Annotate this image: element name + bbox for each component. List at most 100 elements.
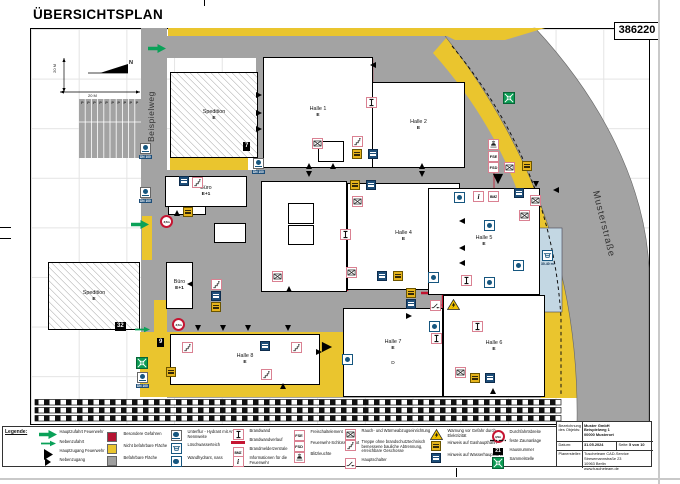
building-label: Halle 1 xyxy=(309,106,327,113)
date-label: Datum: xyxy=(558,442,572,447)
legend-item-label: Blitzleuchte xyxy=(310,451,332,456)
building-storey-label: E xyxy=(391,346,395,351)
legend-item-label: Nebenzufahrt xyxy=(59,439,85,444)
brandwand-symbol xyxy=(366,97,377,108)
fse-symbol: FSE xyxy=(488,151,499,162)
side-access-arrow xyxy=(553,187,559,193)
rwa-symbol xyxy=(352,196,363,207)
paper-edge-bottom xyxy=(0,478,680,480)
sq-gray-icon xyxy=(103,456,121,466)
rwa-symbol xyxy=(504,162,515,173)
wandhydrant-symbol xyxy=(428,272,439,283)
bmz-symbol: BMZ xyxy=(488,191,499,202)
room xyxy=(288,225,314,245)
unterflur-icon xyxy=(167,430,185,441)
legend-item-label: Brandwand xyxy=(249,428,271,433)
hint-gas-symbol xyxy=(166,367,176,377)
side-access-arrow xyxy=(406,313,412,319)
wandhydrant-symbol xyxy=(454,192,465,203)
plan-number-badge: 386220 xyxy=(614,22,660,40)
hint-gas-symbol xyxy=(406,288,416,298)
legend-item-label: Befahrbare Fläche xyxy=(123,455,158,460)
legend-item-label: Feuerwehr-Schlüsseldepot xyxy=(310,440,360,445)
legend-item-treppe: Treppe ohne brandschutztechnisch bemesse… xyxy=(341,439,444,454)
room xyxy=(214,223,246,243)
rwa-symbol xyxy=(346,267,357,278)
tri-black-small-icon xyxy=(39,458,57,466)
sq-red-icon xyxy=(103,432,121,442)
treppe-symbol xyxy=(291,342,302,353)
legend-item-label: Hausnummer xyxy=(509,447,535,452)
info-icon: i xyxy=(229,456,247,467)
fsd-icon: FSD xyxy=(290,441,308,452)
tri-black-big-icon xyxy=(39,449,57,460)
legend-item-hauptschalter: Hauptschalter xyxy=(341,457,444,469)
wandhydrant-symbol xyxy=(513,260,524,271)
side-access-arrow xyxy=(174,210,180,216)
house-number: 9 xyxy=(157,338,165,347)
legend-item-label: Freischaltelement xyxy=(310,429,343,434)
legend-item-tri-black-small: Nebenzugang xyxy=(39,457,118,466)
author-label: Planersteller: xyxy=(558,451,582,456)
side-access-arrow xyxy=(419,171,425,177)
side-access-arrow xyxy=(306,163,312,169)
house-number: 7 xyxy=(243,142,251,151)
side-access-arrow xyxy=(280,383,286,389)
sammelstelle-symbol xyxy=(136,357,148,369)
hint-gas-symbol xyxy=(183,207,193,217)
blitz-symbol xyxy=(488,139,499,150)
side-access-arrow xyxy=(220,325,226,331)
fsd-symbol: FSD xyxy=(488,162,499,173)
sammelstelle-icon xyxy=(489,457,507,469)
legend-item-label: feste Zaunanlage xyxy=(509,438,542,443)
side-approach-arrow xyxy=(135,320,150,338)
hint-wasser-symbol xyxy=(179,176,189,186)
building-sub-label: D xyxy=(391,360,395,366)
building-storey-label: E xyxy=(212,115,216,121)
hauptschalter-icon xyxy=(341,458,359,469)
legend-item-unterflur: Unterflur - Hydrant mit Angabe Nennweite xyxy=(167,429,246,441)
brandwand-symbol xyxy=(472,321,483,332)
legend-item-label: Brandmelderzentrale xyxy=(249,446,288,451)
main-approach-arrow xyxy=(131,216,149,234)
rwa-symbol xyxy=(272,271,283,282)
main-access-arrow xyxy=(321,341,333,353)
hint-wasser-icon xyxy=(427,453,445,463)
side-access-arrow xyxy=(490,388,496,394)
hint-gas-symbol xyxy=(522,161,532,171)
wandhydrant-symbol xyxy=(429,321,440,332)
fold-mark-bottom xyxy=(456,468,457,477)
legend-item-rwa: Rauch- und Wärmeabzugseinrichtung xyxy=(341,428,444,440)
page-title: ÜBERSICHTSPLAN xyxy=(33,7,164,22)
side-access-arrow xyxy=(459,260,465,266)
side-access-arrow xyxy=(370,62,376,68)
side-access-arrow xyxy=(256,92,262,98)
scale-label-vertical: 20 M xyxy=(52,64,57,73)
side-access-arrow xyxy=(286,286,292,292)
sq-yellow-icon xyxy=(103,444,121,454)
treppe-symbol xyxy=(261,369,272,380)
fold-mark-top xyxy=(204,0,205,6)
hauptschalter-symbol xyxy=(430,300,441,311)
unterflur-symbol: DN 100 xyxy=(139,187,152,203)
legend-item-redline: Brandwandverlauf xyxy=(229,437,307,444)
blitz-icon xyxy=(290,452,308,463)
date-value: 31.05.2024 xyxy=(584,442,604,447)
legend-heading: Legende: xyxy=(5,429,28,435)
legend-item-label: Unterflur - Hydrant mit Angabe Nennweite xyxy=(187,429,243,439)
legend-item-teich: Löschwasserteich xyxy=(167,442,246,454)
brandwand-symbol xyxy=(431,333,442,344)
side-access-arrow xyxy=(459,245,465,251)
hint-wasser-symbol xyxy=(485,373,495,383)
unterflur-symbol: DN 100 xyxy=(139,143,152,159)
legend-item-label: Brandwandverlauf xyxy=(249,437,283,442)
scale-label-horizontal: 20 M xyxy=(88,93,97,98)
legend-item-label: Hauptzufahrt Feuerwehr xyxy=(59,429,104,434)
treppe-symbol xyxy=(211,279,222,290)
